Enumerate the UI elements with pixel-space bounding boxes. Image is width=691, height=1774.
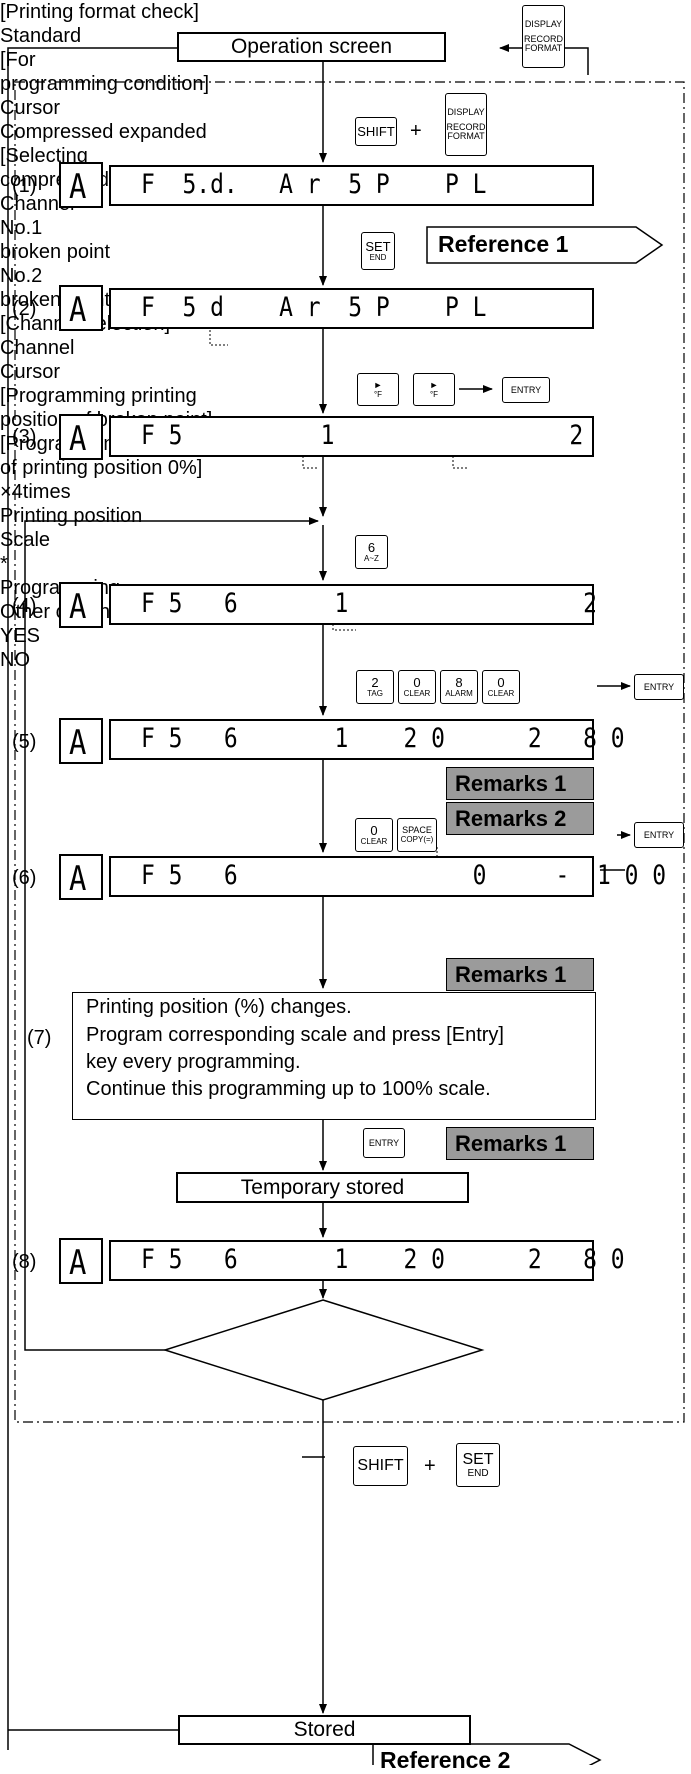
shift-key-1[interactable]: SHIFT <box>355 117 397 146</box>
step2-display: F 5 d A r 5 P P L <box>109 288 594 329</box>
key-0-c[interactable]: 0 CLEAR <box>355 818 393 852</box>
no1-annotation: No.1 <box>0 217 43 239</box>
display-mode-icon: A <box>59 854 103 900</box>
step7-number: (7) <box>27 1027 52 1049</box>
right-f-key-1[interactable]: ► °F <box>357 373 399 406</box>
operation-screen-label: Operation screen <box>230 35 393 58</box>
step4-display: F 5 6 1 2 <box>109 584 597 625</box>
asterisk-annotation: * <box>0 553 8 575</box>
reference-1-link[interactable]: Reference 1 <box>438 231 569 257</box>
step8-number: (8) <box>12 1251 37 1273</box>
step7-line-2: Program corresponding scale and press [E… <box>86 1024 504 1046</box>
step5-number: (5) <box>12 731 37 753</box>
temporary-stored-label: Temporary stored <box>240 1176 405 1199</box>
display-mode-icon: A <box>59 1238 103 1284</box>
step2-display-text: F 5 d A r 5 P P L <box>141 292 487 323</box>
times-label: ×4times <box>0 481 71 503</box>
entry-key-1[interactable]: ENTRY <box>502 377 550 403</box>
display-record-format-key-top[interactable]: DISPLAY RECORD FORMAT <box>522 5 565 68</box>
key-0-b[interactable]: 0 CLEAR <box>482 670 520 704</box>
step3-number: (3) <box>12 426 37 448</box>
step7-line-3: key every programming. <box>86 1051 301 1073</box>
plus-sign-1: + <box>410 120 422 142</box>
key-6[interactable]: 6 A~Z <box>355 535 388 569</box>
set-end-key-1[interactable]: SET END <box>361 232 395 270</box>
right-f-key-2[interactable]: ► °F <box>413 373 455 406</box>
step5-display-text: F 5 6 1 2 0 2 8 0 <box>141 723 625 754</box>
remarks-2-badge[interactable]: Remarks 2 <box>446 802 594 835</box>
step6-number: (6) <box>12 867 37 889</box>
step5-label-1: [Programming printing <box>0 385 197 407</box>
step7-line-1: Printing position (%) changes. <box>86 996 352 1018</box>
standard-annotation: Standard <box>0 25 82 47</box>
step3-label-1: [Selecting <box>0 145 88 167</box>
display-mode-icon: A <box>59 582 103 628</box>
step4-number: (4) <box>12 595 37 617</box>
step8-display: F 5 6 1 2 0 2 8 0 <box>109 1240 625 1281</box>
key-0-a[interactable]: 0 CLEAR <box>398 670 436 704</box>
channel-annotation-2: Channel <box>0 337 75 359</box>
display-mode-icon: A <box>59 414 103 460</box>
reference-2-link[interactable]: Reference 2 <box>380 1747 511 1773</box>
remarks-1-badge-b[interactable]: Remarks 1 <box>446 958 594 991</box>
set-end-key-2[interactable]: SET END <box>456 1443 500 1487</box>
step6-label-2: of printing position 0%] <box>0 457 203 479</box>
key-8[interactable]: 8 ALARM <box>440 670 478 704</box>
stored-label: Stored <box>293 1718 356 1741</box>
entry-key-2[interactable]: ENTRY <box>634 674 684 700</box>
shift-key-2[interactable]: SHIFT <box>353 1446 408 1486</box>
plus-sign-2: + <box>424 1455 436 1477</box>
step6-display-text: F 5 6 0 - 1 0 0 <box>141 860 667 891</box>
step1-number: (1) <box>12 175 37 197</box>
step2-number: (2) <box>12 298 37 320</box>
operation-screen-box: Operation screen <box>177 32 446 62</box>
display-mode-icon: A <box>59 718 103 764</box>
step1-display: F 5.d. A r 5 P P L <box>109 165 594 206</box>
step3-display-text: F 5 1 2 <box>141 420 584 451</box>
step2-label-2: programming condition] <box>0 73 209 95</box>
entry-key-4[interactable]: ENTRY <box>363 1128 405 1158</box>
display-record-format-key[interactable]: DISPLAY RECORD FORMAT <box>445 93 487 156</box>
remarks-1-badge-c[interactable]: Remarks 1 <box>446 1127 594 1160</box>
broken-point-annotation-1: broken point <box>0 241 111 263</box>
step7-line-4: Continue this programming up to 100% sca… <box>86 1078 491 1100</box>
step7-box: Printing position (%) changes. Program c… <box>72 992 596 1120</box>
step5-display: F 5 6 1 2 0 2 8 0 <box>109 719 625 760</box>
step4-display-text: F 5 6 1 2 <box>141 588 597 619</box>
display-mode-icon: A <box>59 285 103 331</box>
compressed-expanded-annotation: Compressed expanded <box>0 121 207 143</box>
no2-annotation: No.2 <box>0 265 43 287</box>
step1-label: [Printing format check] <box>0 1 199 23</box>
entry-key-3[interactable]: ENTRY <box>634 822 684 848</box>
yes-label: YES <box>0 625 41 647</box>
channel-annotation-1: Channel <box>0 193 75 215</box>
step6-display: F 5 6 0 - 1 0 0 <box>109 856 666 897</box>
space-key[interactable]: SPACE COPY(=) <box>397 818 437 852</box>
temporary-stored-box: Temporary stored <box>176 1172 469 1203</box>
step8-display-text: F 5 6 1 2 0 2 8 0 <box>141 1244 625 1275</box>
remarks-1-badge-a[interactable]: Remarks 1 <box>446 767 594 800</box>
step3-display: F 5 1 2 <box>109 416 594 457</box>
step1-display-text: F 5.d. A r 5 P P L <box>141 169 487 200</box>
display-mode-icon: A <box>59 162 103 208</box>
stored-box: Stored <box>178 1715 471 1745</box>
step2-label-1: [For <box>0 49 36 71</box>
key-2[interactable]: 2 TAG <box>356 670 394 704</box>
